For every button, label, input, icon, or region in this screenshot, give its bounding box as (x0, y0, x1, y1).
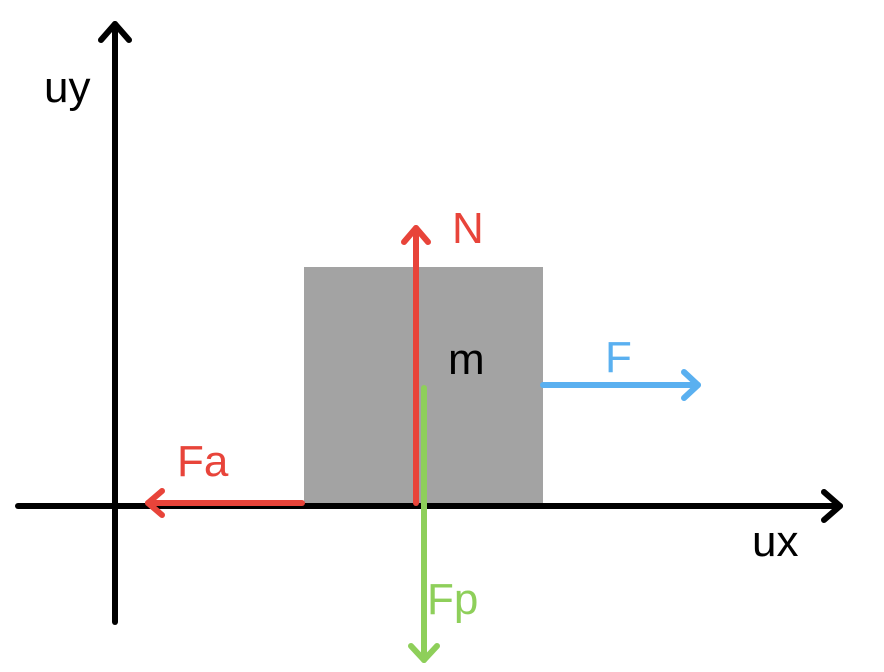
y-axis-label: uy (44, 63, 91, 112)
weight-force-label: Fp (427, 575, 479, 624)
applied-force-label: F (605, 333, 632, 382)
friction-force-arrow (145, 488, 305, 518)
y-axis-arrowhead (98, 21, 132, 43)
normal-force-label: N (452, 204, 484, 253)
y-axis (98, 21, 132, 625)
applied-force-arrow (540, 369, 701, 401)
friction-force-label: Fa (177, 437, 229, 486)
x-axis-arrowhead (821, 489, 843, 523)
weight-force-arrow (408, 385, 440, 663)
mass-label: m (448, 335, 485, 384)
normal-force-arrow (401, 225, 431, 506)
x-axis-label: ux (752, 517, 799, 566)
